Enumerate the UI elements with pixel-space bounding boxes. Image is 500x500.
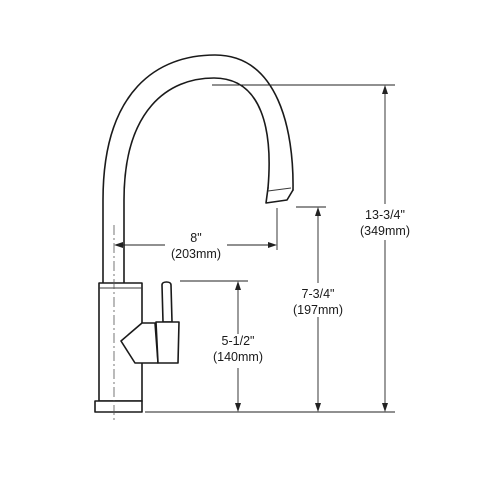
- handle-mount: [120, 322, 159, 364]
- spout-tip: [265, 187, 294, 204]
- reach-arrow-right: [268, 242, 277, 248]
- handle-height-arrow-bottom: [235, 403, 241, 412]
- spout-height-metric-label: (197mm): [293, 303, 343, 317]
- reach-label-backing: [165, 226, 227, 262]
- reach-imperial-label: 8": [190, 231, 201, 245]
- faucet-outline: [94, 54, 294, 413]
- lever-handle: [161, 281, 173, 323]
- spout-height-arrow-top: [315, 207, 321, 216]
- overall-height-arrow-bottom: [382, 403, 388, 412]
- spout-height-arrow-bottom: [315, 403, 321, 412]
- spout-inner-edge: [123, 77, 270, 284]
- handle-height-imperial-label: 5-1/2": [222, 334, 255, 348]
- overall-height-metric-label: (349mm): [360, 224, 410, 238]
- spout-outer-edge: [102, 54, 294, 284]
- overall-height-imperial-label: 13-3/4": [365, 208, 405, 222]
- spout-tip-seam: [267, 187, 292, 192]
- overall-height-label-backing: [357, 204, 415, 240]
- reach-metric-label: (203mm): [171, 247, 221, 261]
- handle-height-arrow-top: [235, 281, 241, 290]
- handle-height-metric-label: (140mm): [213, 350, 263, 364]
- handle-height-label-backing: [212, 334, 264, 368]
- reach-arrow-left: [114, 242, 123, 248]
- overall-height-arrow-top: [382, 85, 388, 94]
- extension-lines: [145, 84, 395, 413]
- spout-height-label-backing: [292, 283, 346, 317]
- base-plate: [94, 400, 143, 413]
- dimension-labels: 8" (203mm) 5-1/2" (140mm) 7-3/4" (197mm)…: [165, 204, 415, 368]
- spout-height-imperial-label: 7-3/4": [302, 287, 335, 301]
- lever-handle-base: [155, 321, 180, 364]
